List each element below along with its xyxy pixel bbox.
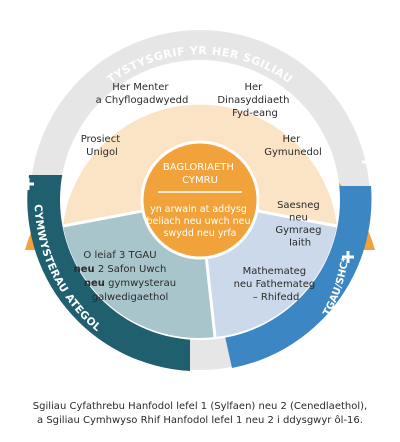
prosiect-unigol-label: Prosiect Unigol xyxy=(81,134,124,158)
left-line-1: O leiaf 3 TGAU xyxy=(83,250,156,261)
plus-icon xyxy=(362,156,374,168)
caption: Sgiliau Cyfathrebu Hanfodol lefel 1 (Syl… xyxy=(0,400,400,442)
her-menter-label: Her Menter a Chyflogadwyedd xyxy=(96,82,189,106)
left-segment xyxy=(63,200,337,338)
left-line-4: galwedigaethol xyxy=(92,292,169,303)
center-circle xyxy=(140,140,260,260)
mathemateg-label: Mathemateg neu Fathemateg – Rhifedd xyxy=(234,266,319,303)
her-dinasyddiaeth-label: Her Dinasyddiaeth Fyd-eang xyxy=(217,82,292,119)
left-line-3: neu gymwysterau xyxy=(84,278,176,289)
bacc-diagram: TYSTYSGRIF YR HER SGILIAU CYMWYSTERAU AT… xyxy=(22,30,375,371)
center-title: BAGLORIAETH CYMRU xyxy=(163,162,237,186)
center-body: yn arwain at addysg beliach neu uwch neu… xyxy=(146,204,253,239)
supporting-qualifications-arc xyxy=(27,175,190,371)
caption-line-1: Sgiliau Cyfathrebu Hanfodol lefel 1 (Syl… xyxy=(32,401,368,412)
saesneg-label: Saesneg neu Gymraeg Iaith xyxy=(275,200,324,249)
left-line-2: neu 2 Safon Uwch xyxy=(74,264,167,275)
plus-icon xyxy=(22,178,34,190)
plus-icon xyxy=(342,251,354,263)
caption-line-2: a Sgiliau Cymhwyso Rhif Hanfodol lefel 1… xyxy=(37,415,363,426)
her-gymunedol-label: Her Gymunedol xyxy=(264,134,321,158)
